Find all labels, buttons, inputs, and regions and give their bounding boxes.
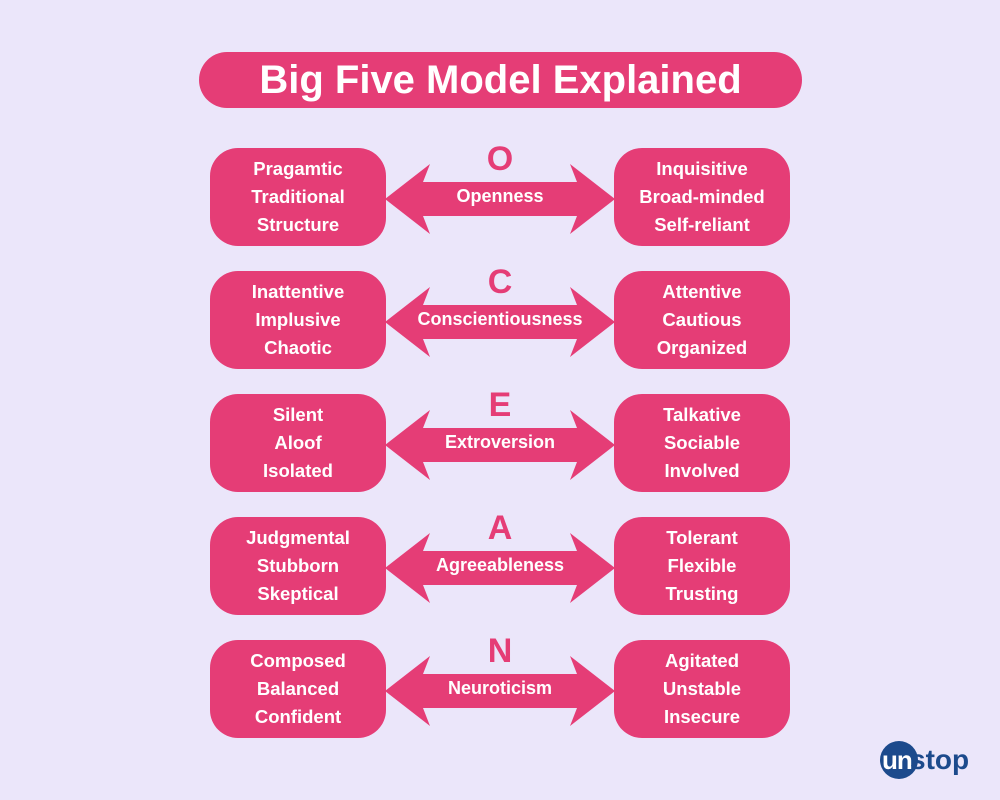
trait-letter: O bbox=[486, 140, 514, 178]
trait-name: Extroversion bbox=[444, 432, 556, 452]
trait-word: Silent bbox=[272, 404, 324, 425]
logo-text: stop bbox=[910, 744, 970, 775]
trait-word: Self-reliant bbox=[654, 214, 750, 235]
trait-word: Talkative bbox=[663, 404, 741, 425]
trait-name: Agreeableness bbox=[435, 555, 565, 575]
unstop-logo: un stop bbox=[880, 740, 969, 780]
trait-word: Attentive bbox=[662, 281, 742, 302]
trait-word: Sociable bbox=[663, 432, 741, 453]
trait-word: Broad-minded bbox=[639, 186, 765, 207]
logo-circle: un bbox=[880, 741, 918, 779]
trait-word: Cautious bbox=[662, 309, 742, 330]
trait-letter: C bbox=[487, 263, 513, 301]
trait-word: Isolated bbox=[263, 460, 333, 481]
trait-word: Chaotic bbox=[264, 337, 332, 358]
trait-word: Tolerant bbox=[666, 527, 738, 548]
trait-name: Openness bbox=[456, 186, 544, 206]
trait-name: Neuroticism bbox=[447, 678, 553, 698]
double-arrow-icon bbox=[385, 164, 615, 234]
double-arrow-icon bbox=[385, 656, 615, 726]
trait-letter: E bbox=[488, 386, 512, 424]
trait-word: Insecure bbox=[663, 706, 741, 727]
trait-word: Unstable bbox=[662, 678, 742, 699]
trait-word: Involved bbox=[664, 460, 740, 481]
double-arrow-icon bbox=[385, 533, 615, 603]
trait-word: Inquisitive bbox=[656, 158, 748, 179]
trait-word: Aloof bbox=[274, 432, 322, 453]
trait-name: Conscientiousness bbox=[417, 309, 583, 329]
trait-letter: N bbox=[487, 632, 513, 670]
double-arrow-icon bbox=[385, 287, 615, 357]
trait-word: Traditional bbox=[251, 186, 345, 207]
trait-word: Composed bbox=[250, 650, 346, 671]
trait-letter: A bbox=[487, 509, 513, 547]
trait-word: Implusive bbox=[255, 309, 341, 330]
trait-word: Confident bbox=[254, 706, 342, 727]
trait-word: Balanced bbox=[256, 678, 340, 699]
trait-word: Trusting bbox=[665, 583, 739, 604]
trait-word: Stubborn bbox=[256, 555, 340, 576]
trait-word: Organized bbox=[656, 337, 748, 358]
trait-word: Agitated bbox=[665, 650, 739, 671]
trait-word: Skeptical bbox=[257, 583, 339, 604]
trait-word: Pragamtic bbox=[253, 158, 343, 179]
trait-word: Judgmental bbox=[246, 527, 350, 548]
trait-word: Structure bbox=[256, 214, 340, 235]
page-title: Big Five Model Explained bbox=[199, 52, 802, 108]
trait-word: Inattentive bbox=[251, 281, 345, 302]
trait-word: Flexible bbox=[667, 555, 737, 576]
double-arrow-icon bbox=[385, 410, 615, 480]
